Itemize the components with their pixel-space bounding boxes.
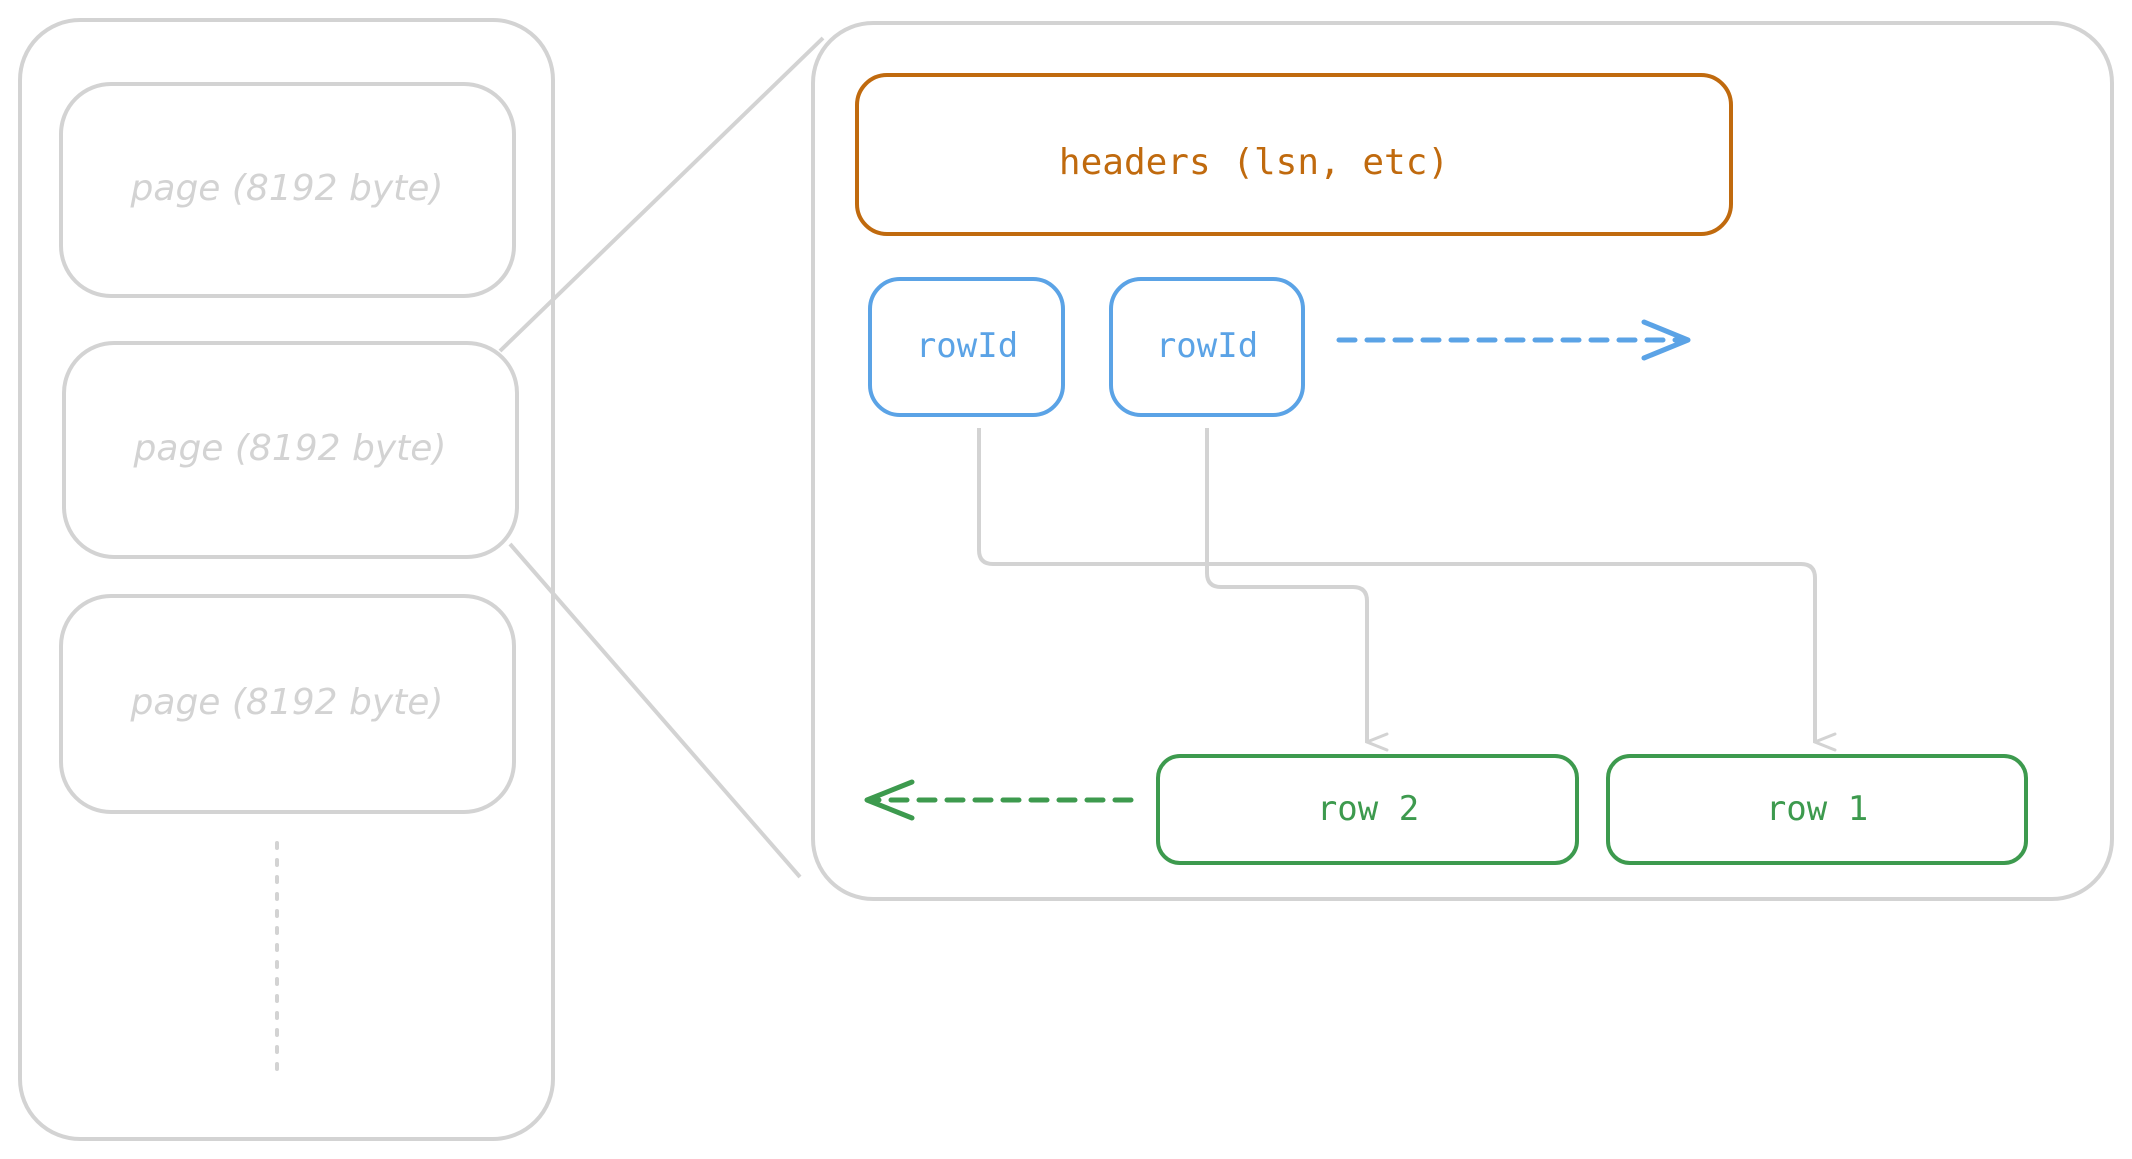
- page-label: page (8192 byte): [133, 428, 447, 469]
- slot-label: rowId: [916, 326, 1018, 366]
- table-file-container: [18, 18, 555, 1141]
- page-label: page (8192 byte): [130, 168, 444, 209]
- slot2-to-row2-connector: [1205, 428, 1367, 742]
- arrow-left-icon: [864, 779, 915, 821]
- row-box-2[interactable]: row 2: [1156, 754, 1579, 865]
- page-label: page (8192 byte): [130, 682, 444, 723]
- header-label: headers (lsn, etc): [1059, 142, 1449, 183]
- slot-box-2[interactable]: rowId: [1109, 277, 1305, 417]
- row-label: row 1: [1766, 789, 1868, 829]
- zoom-line-top: [498, 36, 825, 353]
- slot-box-1[interactable]: rowId: [868, 277, 1065, 417]
- row-label: row 2: [1317, 789, 1419, 829]
- slot-label: rowId: [1156, 326, 1258, 366]
- page-box-2[interactable]: page (8192 byte): [62, 341, 519, 559]
- page-box-1[interactable]: page (8192 byte): [59, 82, 516, 298]
- page-header-box[interactable]: headers (lsn, etc): [855, 73, 1733, 236]
- zoom-line-bottom: [508, 542, 802, 879]
- slot1-to-row1-connector: [977, 428, 1815, 742]
- row-growth-arrow: [864, 779, 1134, 821]
- slot-growth-arrow: [1336, 319, 1691, 361]
- page-box-3[interactable]: page (8192 byte): [59, 594, 516, 814]
- row-box-1[interactable]: row 1: [1606, 754, 2028, 865]
- arrow-right-icon: [1641, 319, 1691, 361]
- page-detail-container: [811, 21, 2114, 901]
